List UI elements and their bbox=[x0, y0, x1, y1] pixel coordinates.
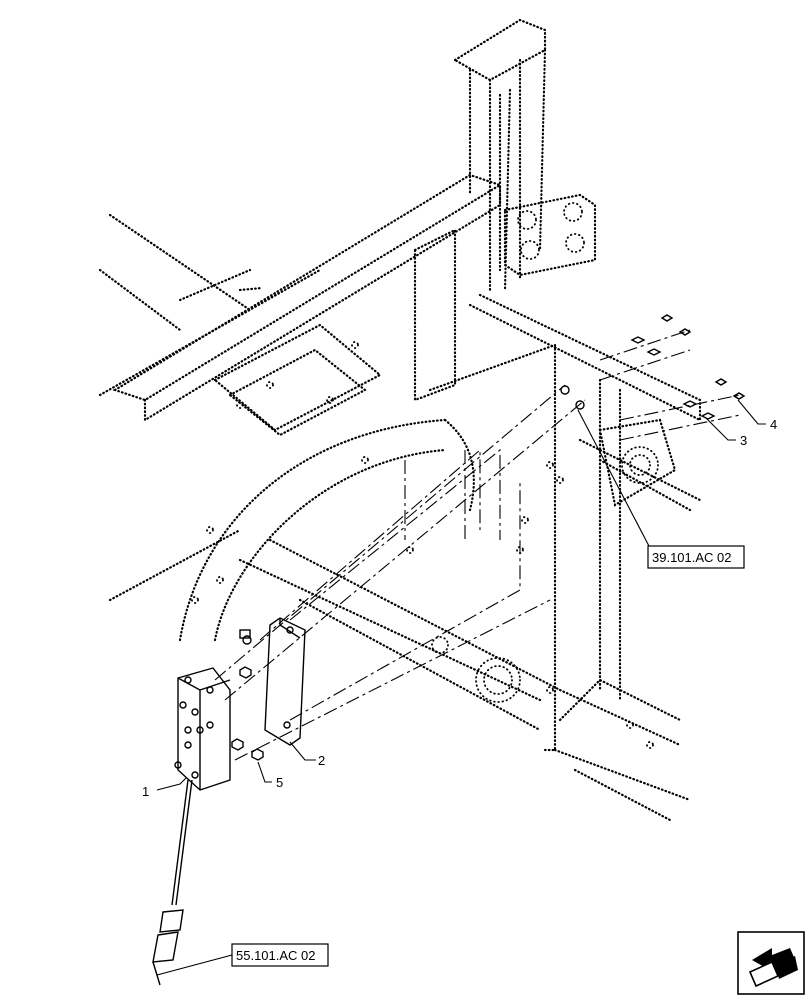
part-1-control-module bbox=[152, 667, 231, 986]
svg-text:1: 1 bbox=[142, 784, 149, 799]
callout-2: 2 bbox=[289, 741, 325, 768]
svg-text:4: 4 bbox=[770, 417, 777, 432]
hardware-washers-bolts bbox=[599, 314, 746, 441]
arrow-navigation-icon[interactable] bbox=[737, 931, 805, 995]
svg-text:3: 3 bbox=[740, 433, 747, 448]
callout-5: 5 bbox=[257, 761, 283, 790]
part-2-bracket-plate bbox=[239, 617, 306, 746]
callout-4: 4 bbox=[737, 399, 777, 432]
svg-text:39.101.AC 02: 39.101.AC 02 bbox=[652, 550, 732, 565]
callout-3: 3 bbox=[705, 417, 747, 448]
svg-text:2: 2 bbox=[318, 753, 325, 768]
callout-1: 1 bbox=[142, 777, 187, 799]
part-5-nut bbox=[231, 666, 264, 761]
svg-text:5: 5 bbox=[276, 775, 283, 790]
frame-phantom bbox=[98, 18, 702, 822]
reference-39-101-ac-02: 39.101.AC 02 bbox=[577, 409, 745, 569]
svg-text:55.101.AC 02: 55.101.AC 02 bbox=[236, 948, 316, 963]
assembly-centerlines bbox=[214, 384, 586, 761]
reference-55-101-ac-02: 55.101.AC 02 bbox=[156, 943, 329, 976]
